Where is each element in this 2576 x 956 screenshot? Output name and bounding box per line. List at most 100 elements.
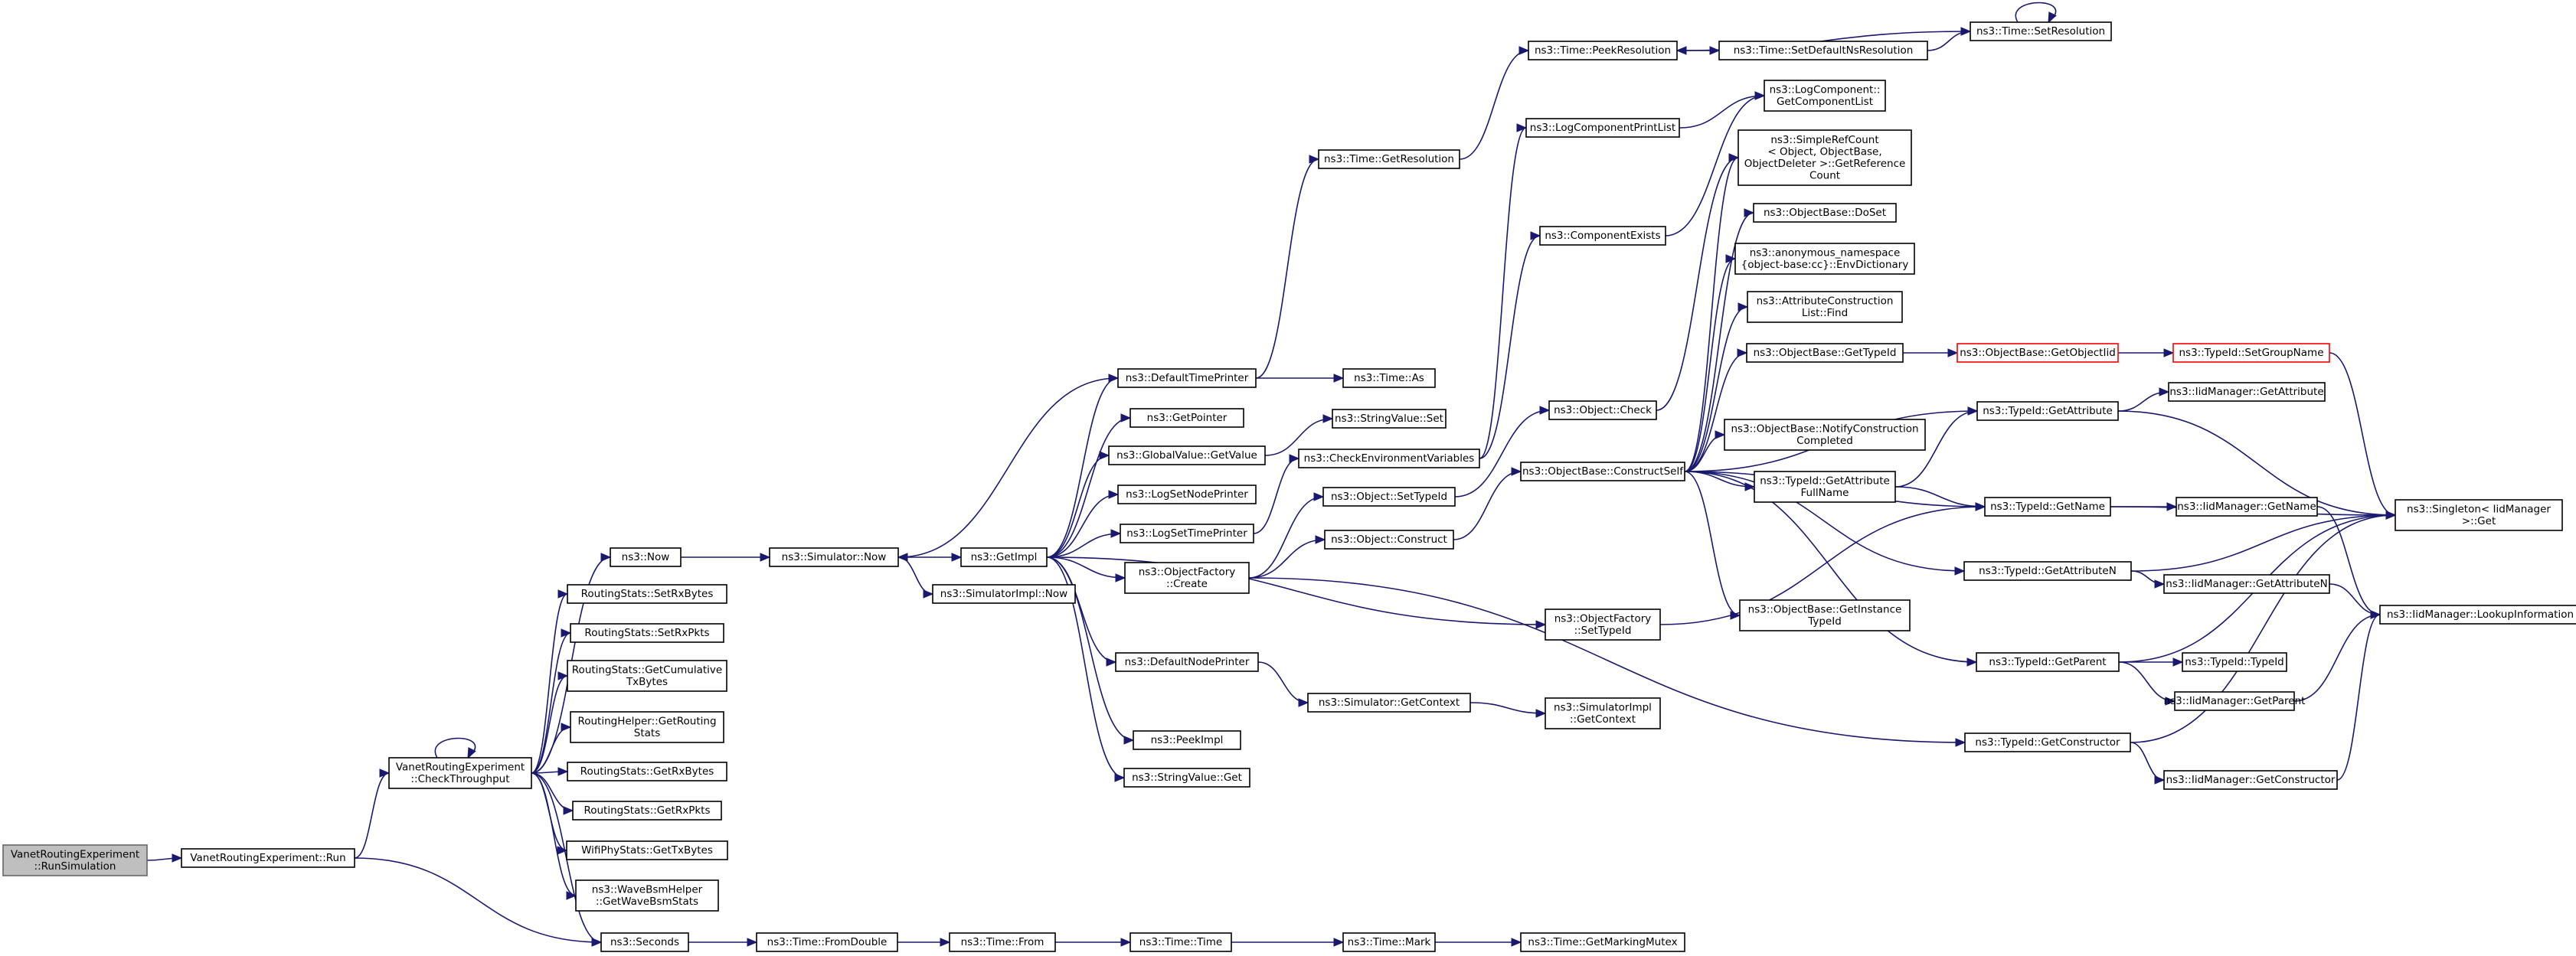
function-node-n2[interactable]: VanetRoutingExperiment::CheckThroughput bbox=[388, 757, 532, 789]
function-node-n51[interactable]: ns3::ObjectBase::GetTypeId bbox=[1746, 343, 1904, 363]
node-label: ns3::LogSetNodePrinter bbox=[1126, 488, 1248, 501]
arrowhead bbox=[1737, 348, 1748, 357]
edge-line bbox=[1046, 556, 1134, 741]
function-node-n13[interactable]: ns3::Simulator::Now bbox=[769, 547, 899, 567]
function-node-n27[interactable]: ns3::StringValue::Set bbox=[1332, 409, 1447, 429]
function-node-n1[interactable]: VanetRoutingExperiment::Run bbox=[181, 848, 355, 868]
function-node-n37[interactable]: ns3::ComponentExists bbox=[1539, 226, 1666, 246]
function-node-n69[interactable]: ns3::IidManager::LookupInformation bbox=[2379, 605, 2576, 625]
arrowhead bbox=[2163, 348, 2175, 357]
function-node-n12[interactable]: ns3::WaveBsmHelper::GetWaveBsmStats bbox=[575, 879, 719, 912]
node-label: ns3::Time::Mark bbox=[1348, 936, 1431, 948]
function-node-n5[interactable]: RoutingStats::SetRxBytes bbox=[567, 584, 727, 604]
function-node-n36[interactable]: ns3::LogComponent::GetComponentList bbox=[1764, 80, 1886, 112]
node-box bbox=[1117, 368, 1257, 388]
function-node-n33[interactable]: ns3::Time::SetDefaultNsResolution bbox=[1718, 41, 1928, 60]
arrowhead bbox=[557, 671, 569, 680]
function-node-n11[interactable]: WifiPhyStats::GetTxBytes bbox=[566, 840, 728, 860]
edge-line bbox=[1684, 212, 1754, 472]
function-node-n10[interactable]: RoutingStats::GetRxPkts bbox=[572, 801, 722, 821]
function-node-n15[interactable]: ns3::SimulatorImpl::Now bbox=[932, 584, 1076, 604]
function-node-n68[interactable]: ns3::Singleton< IidManager>::Get bbox=[2395, 499, 2563, 531]
function-node-n6[interactable]: RoutingStats::SetRxPkts bbox=[570, 623, 724, 643]
arrowhead bbox=[600, 553, 612, 562]
function-node-n17[interactable]: ns3::GetPointer bbox=[1129, 408, 1244, 428]
function-node-n26[interactable]: ns3::Time::As bbox=[1342, 368, 1436, 388]
node-label: Completed bbox=[1796, 435, 1853, 447]
function-node-n24[interactable]: ns3::StringValue::Get bbox=[1123, 768, 1250, 788]
arrowhead bbox=[561, 723, 572, 732]
function-node-n29[interactable]: ns3::Object::SetTypeId bbox=[1322, 487, 1456, 507]
function-node-n41[interactable]: ns3::SimulatorImpl::GetContext bbox=[1545, 697, 1661, 729]
function-node-n21[interactable]: ns3::ObjectFactory::Create bbox=[1124, 562, 1250, 594]
function-node-n18[interactable]: ns3::GlobalValue::GetValue bbox=[1108, 445, 1266, 465]
node-box bbox=[1545, 609, 1661, 641]
function-node-n57[interactable]: ns3::TypeId::GetAttribute bbox=[1976, 401, 2119, 421]
function-node-n63[interactable]: ns3::IidManager::GetName bbox=[2176, 497, 2318, 517]
function-node-n19[interactable]: ns3::LogSetNodePrinter bbox=[1117, 485, 1257, 504]
function-node-n16[interactable]: ns3::DefaultTimePrinter bbox=[1117, 368, 1257, 388]
function-node-n39[interactable]: ns3::ObjectBase::ConstructSelf bbox=[1520, 462, 1685, 481]
function-node-n48[interactable]: ns3::ObjectBase::DoSet bbox=[1753, 203, 1897, 223]
arrowhead bbox=[1715, 430, 1726, 439]
function-node-n67[interactable]: ns3::IidManager::GetConstructor bbox=[2163, 770, 2338, 790]
edge-line bbox=[2015, 2, 2057, 23]
function-node-n60[interactable]: ns3::TypeId::GetParent bbox=[1976, 652, 2120, 672]
edge-line bbox=[1894, 486, 1986, 507]
node-box bbox=[1724, 419, 1926, 451]
function-node-n56[interactable]: ns3::TypeId::SetGroupName bbox=[2172, 343, 2330, 363]
function-node-n45[interactable]: ns3::Time::Mark bbox=[1342, 932, 1436, 952]
function-node-n30[interactable]: ns3::Object::Construct bbox=[1324, 530, 1454, 550]
function-node-n32[interactable]: ns3::Time::PeekResolution bbox=[1528, 41, 1678, 60]
call-edge-n57-n62 bbox=[2117, 387, 2170, 412]
function-node-n28[interactable]: ns3::CheckEnvironmentVariables bbox=[1298, 449, 1480, 468]
function-node-n66[interactable]: ns3::IidManager::GetParent bbox=[2164, 691, 2306, 711]
function-node-n43[interactable]: ns3::Time::From bbox=[949, 932, 1056, 952]
function-node-n25[interactable]: ns3::Time::GetResolution bbox=[1318, 149, 1460, 169]
function-node-n49[interactable]: ns3::anonymous_namespace{object-base:cc}… bbox=[1734, 243, 1915, 275]
function-node-n58[interactable]: ns3::TypeId::GetName bbox=[1984, 497, 2111, 517]
function-node-n4[interactable]: ns3::Now bbox=[610, 547, 682, 567]
call-edge-n4-n13 bbox=[681, 553, 771, 562]
function-node-n46[interactable]: ns3::Time::GetMarkingMutex bbox=[1520, 932, 1685, 952]
function-node-n0[interactable]: VanetRoutingExperiment::RunSimulation bbox=[2, 844, 148, 876]
edge-line bbox=[1255, 158, 1319, 379]
function-node-n62[interactable]: ns3::IidManager::GetAttribute bbox=[2168, 382, 2326, 402]
function-node-n3[interactable]: ns3::Seconds bbox=[600, 932, 689, 952]
function-node-n44[interactable]: ns3::Time::Time bbox=[1129, 932, 1232, 952]
call-edge-n39-n47 bbox=[1684, 153, 1740, 472]
call-edge-n21-n29 bbox=[1248, 492, 1325, 579]
function-node-n34[interactable]: ns3::Time::SetResolution bbox=[1970, 21, 2112, 41]
function-node-n9[interactable]: RoutingStats::GetRxBytes bbox=[567, 762, 727, 781]
function-node-n59[interactable]: ns3::TypeId::GetAttributeN bbox=[1963, 561, 2132, 581]
node-box bbox=[2176, 497, 2318, 517]
node-label: ns3::IidManager::GetParent bbox=[2164, 695, 2306, 707]
function-node-n40[interactable]: ns3::ObjectFactory::SetTypeId bbox=[1545, 609, 1661, 641]
function-node-n61[interactable]: ns3::TypeId::GetConstructor bbox=[1964, 732, 2131, 752]
function-node-n52[interactable]: ns3::ObjectBase::NotifyConstructionCompl… bbox=[1724, 419, 1926, 451]
function-node-n31[interactable]: ns3::Simulator::GetContext bbox=[1307, 693, 1471, 713]
call-edge-n31-n41 bbox=[1469, 702, 1547, 718]
function-node-n42[interactable]: ns3::Time::FromDouble bbox=[756, 932, 898, 952]
function-node-n23[interactable]: ns3::PeekImpl bbox=[1133, 730, 1241, 750]
function-node-n65[interactable]: ns3::TypeId::TypeId bbox=[2182, 652, 2287, 672]
arrowhead bbox=[1110, 529, 1122, 538]
function-node-n35[interactable]: ns3::LogComponentPrintList bbox=[1525, 118, 1680, 138]
function-node-n64[interactable]: ns3::IidManager::GetAttributeN bbox=[2163, 574, 2330, 594]
function-node-n22[interactable]: ns3::DefaultNodePrinter bbox=[1115, 652, 1259, 672]
call-edge-n14-n20 bbox=[1046, 529, 1122, 558]
function-node-n55[interactable]: ns3::ObjectBase::GetObjectIid bbox=[1957, 343, 2119, 363]
call-edge-n61-n68 bbox=[2130, 511, 2397, 743]
node-label: ns3::Singleton< IidManager bbox=[2407, 503, 2551, 515]
function-node-n20[interactable]: ns3::LogSetTimePrinter bbox=[1120, 524, 1254, 543]
function-node-n47[interactable]: ns3::SimpleRefCount< Object, ObjectBase,… bbox=[1737, 129, 1912, 186]
function-node-n38[interactable]: ns3::Object::Check bbox=[1548, 400, 1657, 420]
function-node-n14[interactable]: ns3::GetImpl bbox=[960, 547, 1048, 567]
call-edge-n14-n24 bbox=[1046, 556, 1126, 782]
